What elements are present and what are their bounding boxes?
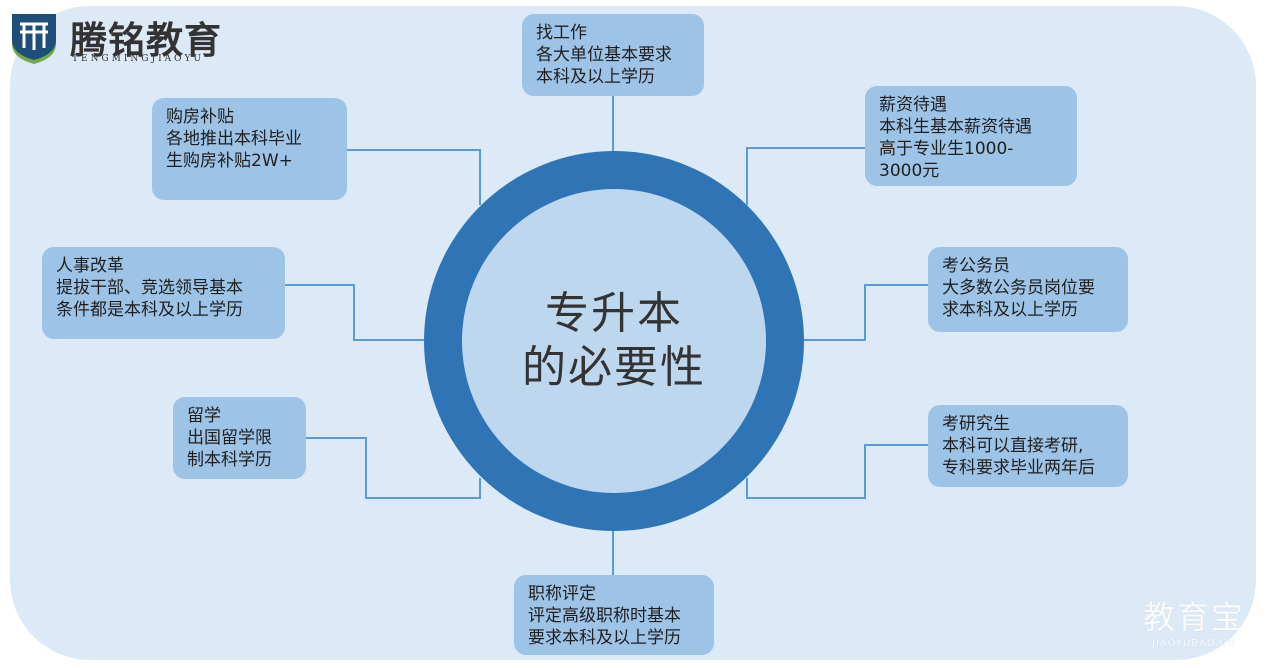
box-housing-line-2: 各地推出本科毕业 xyxy=(166,129,302,149)
brand-subtitle: TENGMINGJIAOYU xyxy=(72,54,205,64)
box-grad: 考研究生 本科可以直接考研, 专科要求毕业两年后 xyxy=(928,405,1128,487)
box-abroad-line-2: 出国留学限 xyxy=(187,428,272,448)
box-abroad: 留学 出国留学限 制本科学历 xyxy=(173,397,306,479)
box-abroad-line-3: 制本科学历 xyxy=(187,450,272,470)
box-title-line-2: 评定高级职称时基本 xyxy=(528,606,681,626)
watermark-sub: JIAOYUBAO.CN xyxy=(1152,638,1236,649)
box-civil-line-1: 考公务员 xyxy=(942,256,1010,276)
box-civil: 考公务员 大多数公务员岗位要 求本科及以上学历 xyxy=(928,247,1128,332)
box-title: 职称评定 评定高级职称时基本 要求本科及以上学历 xyxy=(514,575,714,655)
connector-civil xyxy=(804,284,928,341)
watermark-main: 教育宝 xyxy=(1142,598,1245,636)
box-title-line-3: 要求本科及以上学历 xyxy=(528,628,681,648)
center-title: 专升本 的必要性 xyxy=(522,288,706,393)
shield-logo-icon xyxy=(12,14,56,64)
watermark: 教育宝 JIAOYUBAO.CN xyxy=(1134,592,1254,650)
center-core: 专升本 的必要性 xyxy=(462,189,766,493)
box-abroad-line-1: 留学 xyxy=(187,406,221,426)
brand-name: 腾铭教育 xyxy=(70,18,222,62)
box-civil-line-3: 求本科及以上学历 xyxy=(942,300,1078,320)
connector-salary xyxy=(746,147,865,205)
connector-hr xyxy=(285,284,424,341)
box-salary-line-4: 3000元 xyxy=(879,161,940,181)
box-housing-line-3: 生购房补贴2W+ xyxy=(166,151,293,171)
box-salary: 薪资待遇 本科生基本薪资待遇 高于专业生1000- 3000元 xyxy=(865,86,1077,186)
box-salary-line-1: 薪资待遇 xyxy=(879,95,947,115)
box-hr: 人事改革 提拔干部、竞选领导基本 条件都是本科及以上学历 xyxy=(42,247,285,339)
box-hr-line-1: 人事改革 xyxy=(56,256,124,276)
box-housing: 购房补贴 各地推出本科毕业 生购房补贴2W+ xyxy=(152,98,347,200)
box-grad-line-1: 考研究生 xyxy=(942,414,1010,434)
box-hr-line-3: 条件都是本科及以上学历 xyxy=(56,300,243,320)
box-salary-line-3: 高于专业生1000- xyxy=(879,139,1014,159)
box-job-line-1: 找工作 xyxy=(536,23,587,43)
box-job: 找工作 各大单位基本要求 本科及以上学历 xyxy=(522,14,704,96)
connector-abroad xyxy=(306,437,481,499)
box-hr-line-2: 提拔干部、竞选领导基本 xyxy=(56,278,243,298)
box-housing-line-1: 购房补贴 xyxy=(166,107,234,127)
box-grad-line-2: 本科可以直接考研, xyxy=(942,436,1084,456)
box-grad-line-3: 专科要求毕业两年后 xyxy=(942,458,1095,478)
box-title-line-1: 职称评定 xyxy=(528,584,596,604)
box-salary-line-2: 本科生基本薪资待遇 xyxy=(879,117,1032,137)
box-job-line-3: 本科及以上学历 xyxy=(536,67,655,87)
connector-housing xyxy=(347,149,481,205)
connector-grad xyxy=(746,444,928,499)
box-job-line-2: 各大单位基本要求 xyxy=(536,45,672,65)
box-civil-line-2: 大多数公务员岗位要 xyxy=(942,278,1095,298)
brand-logo: 腾铭教育 TENGMINGJIAOYU xyxy=(8,8,248,68)
